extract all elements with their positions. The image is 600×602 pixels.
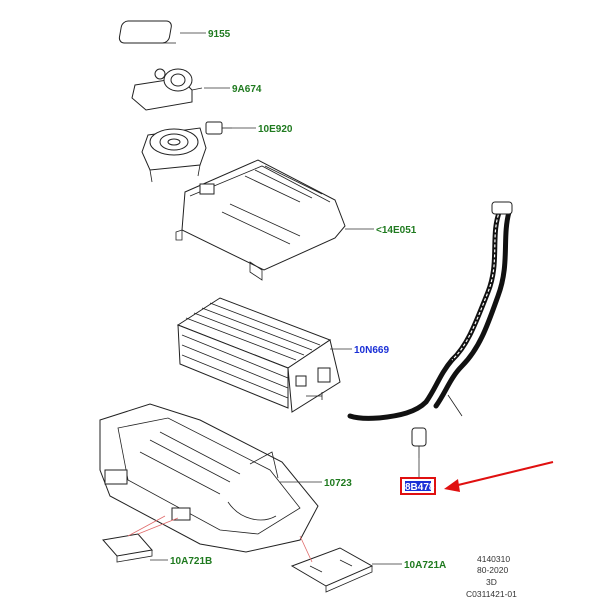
pointer-10A721B bbox=[127, 515, 179, 537]
callout-8B478[interactable]: 8B478 bbox=[405, 482, 435, 493]
ref-line-3: 3D bbox=[486, 577, 497, 587]
sensor-10E920 bbox=[141, 121, 232, 183]
shield-10723 bbox=[99, 403, 319, 553]
red-arrow-icon bbox=[444, 461, 554, 492]
bracket-10A721A bbox=[290, 547, 374, 593]
callout-9155: 9155 bbox=[208, 29, 231, 40]
bracket-10A721B bbox=[102, 533, 153, 563]
highlight-box bbox=[400, 477, 436, 495]
callout-10723: 10723 bbox=[324, 478, 352, 489]
callout-10N669: 10N669 bbox=[354, 345, 389, 356]
hose-8B478 bbox=[347, 201, 513, 458]
ref-line-1: 4140310 bbox=[477, 554, 510, 564]
callout-9A674: 9A674 bbox=[232, 84, 262, 95]
tray-14E051 bbox=[175, 159, 346, 281]
callout-10A721A: 10A721A bbox=[404, 560, 446, 571]
ref-line-4: C0311421-01 bbox=[466, 589, 517, 599]
highlight-selection bbox=[405, 481, 431, 491]
callout-14E051: <14E051 bbox=[376, 225, 417, 236]
bracket-9A674 bbox=[131, 68, 203, 111]
ref-line-2: 80-2020 bbox=[477, 565, 508, 575]
callout-10E920: 10E920 bbox=[258, 124, 293, 135]
callout-10A721B: 10A721B bbox=[170, 556, 212, 567]
converter-10N669 bbox=[176, 297, 341, 413]
pointer-10A721A bbox=[299, 535, 313, 563]
cover-pad-9155 bbox=[118, 20, 176, 44]
